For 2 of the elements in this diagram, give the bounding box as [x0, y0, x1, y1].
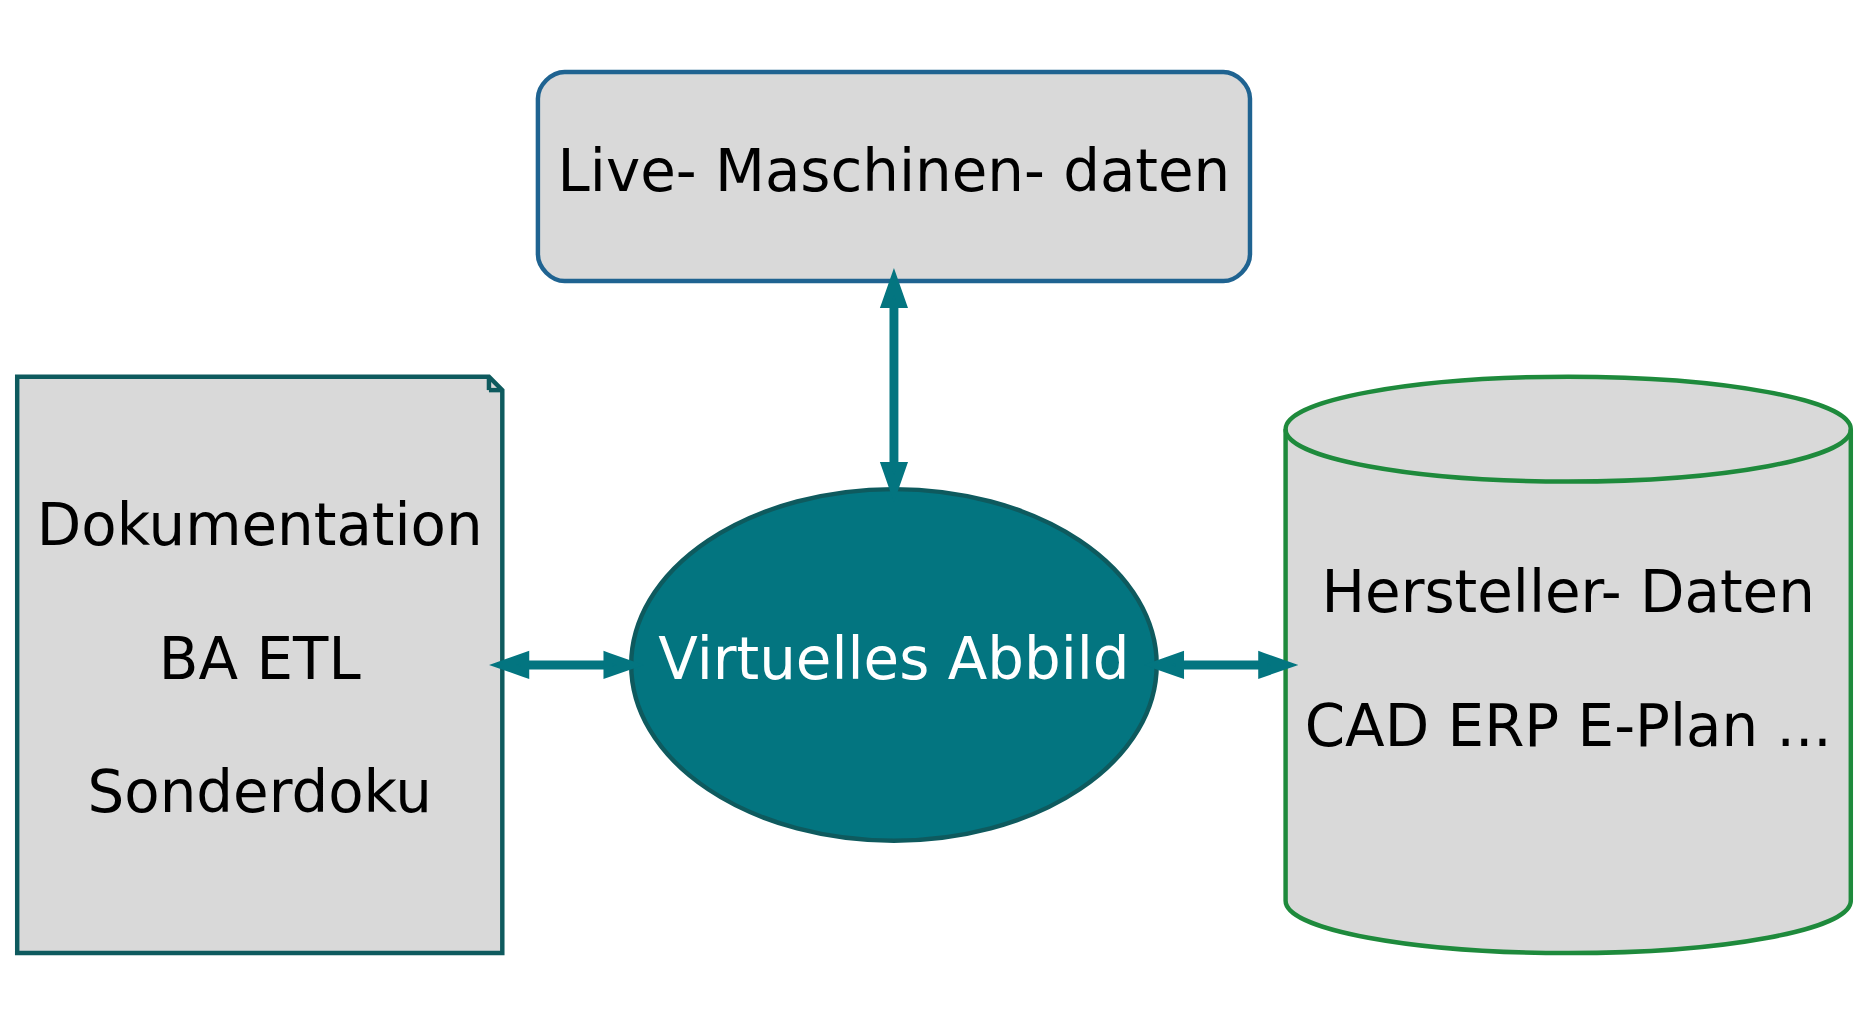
node-box: Live- Maschinen- daten — [535, 69, 1253, 283]
node-ellipse: Virtuelles Abbild — [628, 486, 1159, 843]
